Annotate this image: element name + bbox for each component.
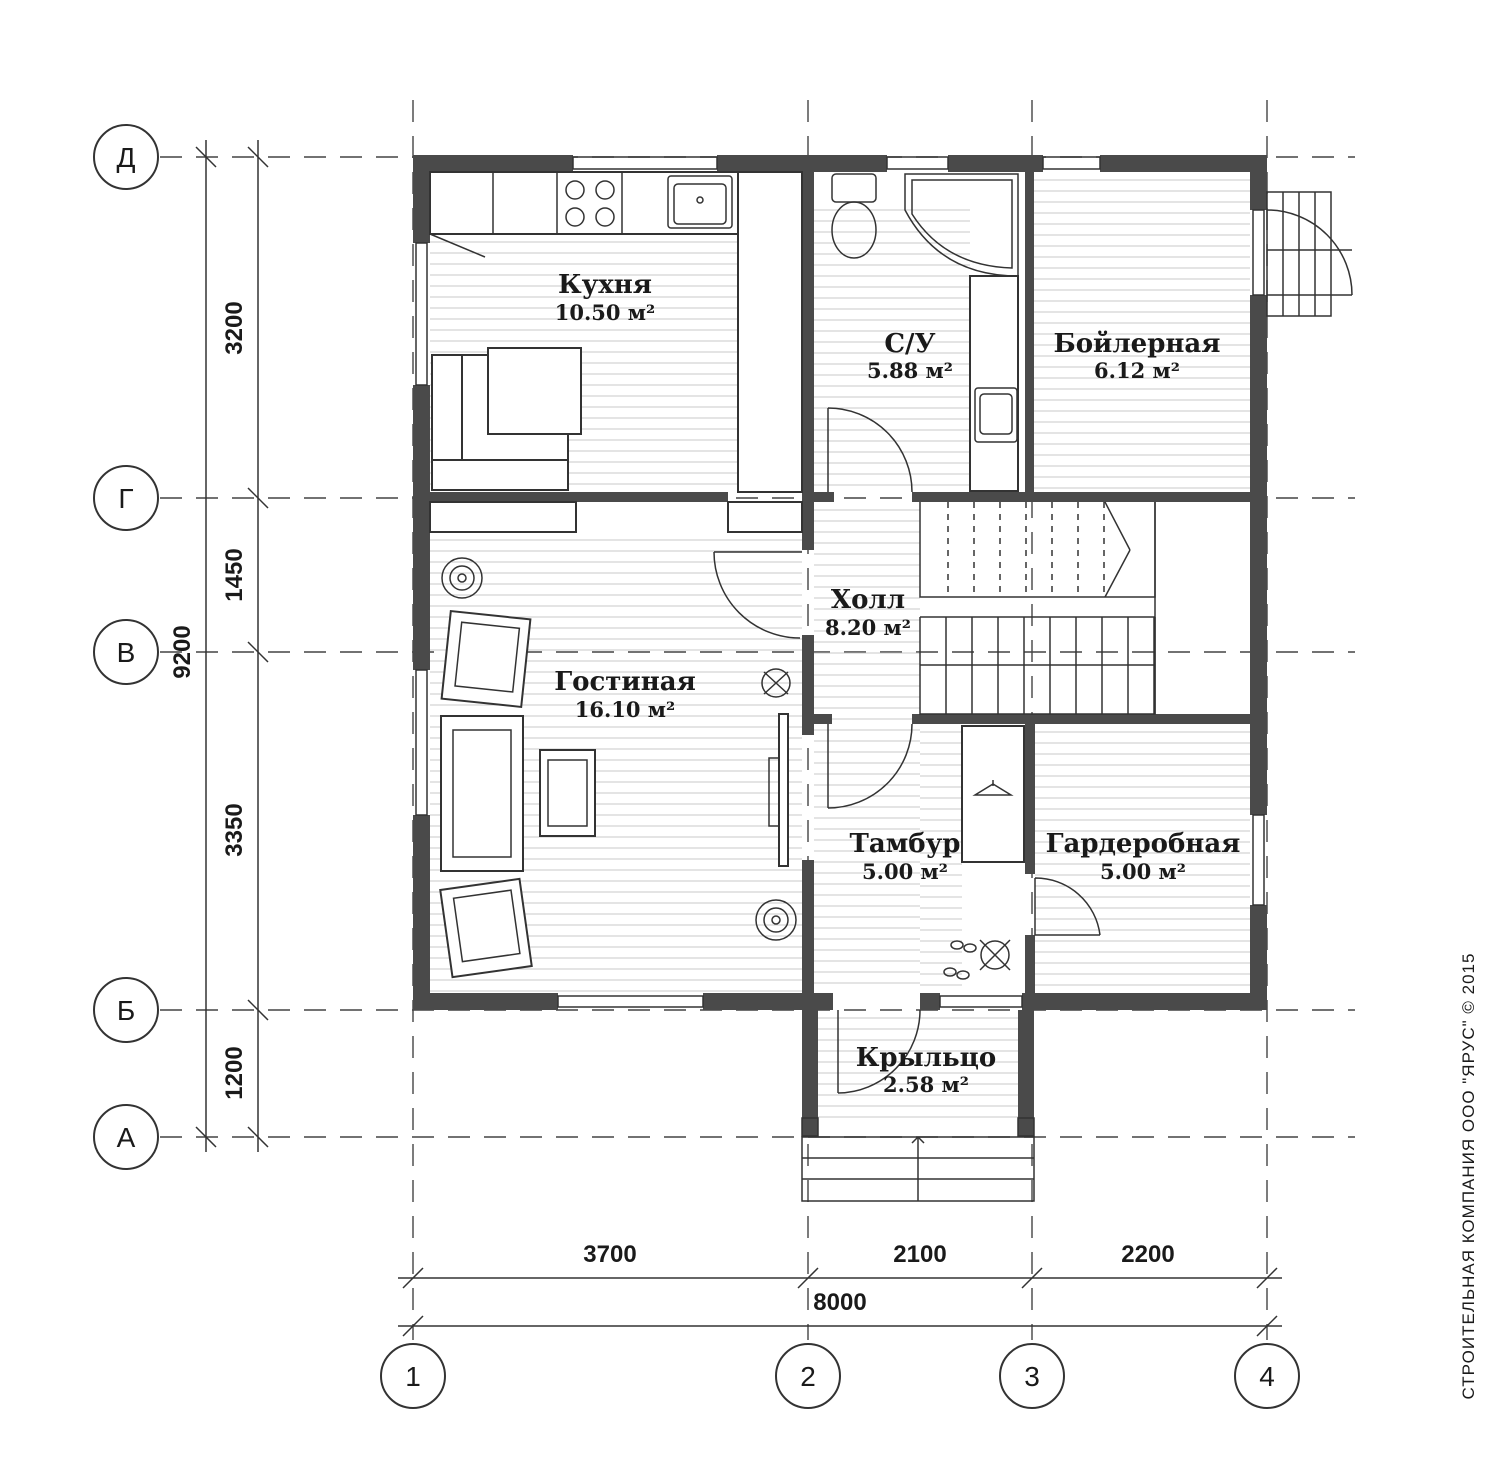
axis-marker-v: В: [93, 619, 159, 685]
axis-marker-2: 2: [775, 1343, 841, 1409]
svg-text:В: В: [117, 637, 136, 668]
room-area-vestibule: 5.00 м²: [862, 859, 948, 884]
dim-3350: 3350: [221, 803, 248, 856]
plant-icon: [441, 557, 483, 599]
vertical-dimensions: 9200 3200 1450 3350 1200: [169, 140, 269, 1152]
axis-marker-1: 1: [380, 1343, 446, 1409]
axis-marker-b: Б: [93, 977, 159, 1043]
axis-marker-g: Г: [93, 465, 159, 531]
copyright-text: СТРОИТЕЛЬНАЯ КОМПАНИЯ ООО "ЯРУС" © 2015: [1459, 953, 1478, 1400]
toilet-icon: [831, 173, 877, 259]
floor-hatch: [430, 179, 1250, 1118]
room-area-hall: 8.20 м²: [825, 615, 911, 640]
room-name-wc: С/У: [884, 329, 935, 359]
armchair-icon: [439, 877, 533, 979]
room-area-kitchen: 10.50 м²: [555, 300, 656, 325]
stove-icon: [565, 180, 615, 227]
room-name-vestibule: Тамбур: [850, 829, 961, 859]
svg-text:А: А: [117, 1122, 136, 1153]
sofa-icon: [440, 715, 524, 872]
dim-1450: 1450: [221, 548, 248, 601]
horizontal-dimensions: 3700 2100 2200 8000: [398, 1241, 1282, 1337]
armchair-icon: [440, 609, 532, 709]
washbasin-icon: [974, 387, 1018, 443]
svg-text:Г: Г: [118, 483, 133, 514]
svg-text:2: 2: [800, 1361, 816, 1392]
plant-icon: [761, 668, 791, 698]
dim-2100: 2100: [893, 1241, 946, 1268]
room-area-wc: 5.88 м²: [867, 358, 953, 383]
row-axis-markers: Д Г В Б А: [93, 124, 159, 1170]
dim-total-vertical: 9200: [169, 625, 196, 678]
coffee-table-icon: [539, 749, 596, 837]
axis-marker-4: 4: [1234, 1343, 1300, 1409]
room-name-porch: Крыльцо: [856, 1043, 996, 1073]
windows: [415, 156, 1265, 1008]
dim-2200: 2200: [1121, 1241, 1174, 1268]
dim-3200: 3200: [221, 301, 248, 354]
vestibule-furniture: [943, 725, 1025, 980]
wc-fixtures: [831, 173, 1019, 492]
dim-1200: 1200: [221, 1046, 248, 1099]
axis-marker-3: 3: [999, 1343, 1065, 1409]
doors: [713, 407, 1101, 1094]
room-name-living: Гостиная: [554, 667, 696, 697]
room-area-wardrobe: 5.00 м²: [1100, 859, 1186, 884]
column-axis-markers: 1 2 3 4: [380, 1343, 1300, 1409]
walls: [413, 155, 1267, 1010]
axis-marker-a: А: [93, 1104, 159, 1170]
dim-3700: 3700: [583, 1241, 636, 1268]
axis-marker-d: Д: [93, 124, 159, 190]
svg-text:Б: Б: [117, 995, 135, 1026]
svg-text:4: 4: [1259, 1361, 1275, 1392]
living-furniture: [429, 501, 803, 979]
svg-text:1: 1: [405, 1361, 421, 1392]
porch: [801, 1010, 1035, 1202]
plant-icon: [755, 899, 797, 941]
stairs: [919, 501, 1156, 715]
kitchen-sink-icon: [667, 175, 733, 229]
room-name-kitchen: Кухня: [558, 270, 652, 300]
room-area-porch: 2.58 м²: [883, 1072, 969, 1097]
room-area-boiler: 6.12 м²: [1094, 358, 1180, 383]
shoes-icon: [943, 940, 977, 980]
room-name-wardrobe: Гардеробная: [1046, 829, 1241, 859]
dim-total-horizontal: 8000: [813, 1289, 866, 1316]
svg-text:3: 3: [1024, 1361, 1040, 1392]
tv-icon: [768, 713, 789, 867]
room-area-living: 16.10 м²: [575, 697, 676, 722]
room-name-hall: Холл: [831, 585, 905, 615]
room-name-boiler: Бойлерная: [1054, 329, 1221, 359]
coat-stand-icon: [979, 939, 1011, 971]
kitchen-furniture: [429, 171, 803, 493]
room-labels: Кухня 10.50 м² С/У 5.88 м² Бойлерная 6.1…: [554, 270, 1240, 1097]
svg-text:Д: Д: [117, 142, 136, 173]
boiler-steps: [1266, 191, 1353, 317]
shower-icon: [904, 173, 1019, 277]
